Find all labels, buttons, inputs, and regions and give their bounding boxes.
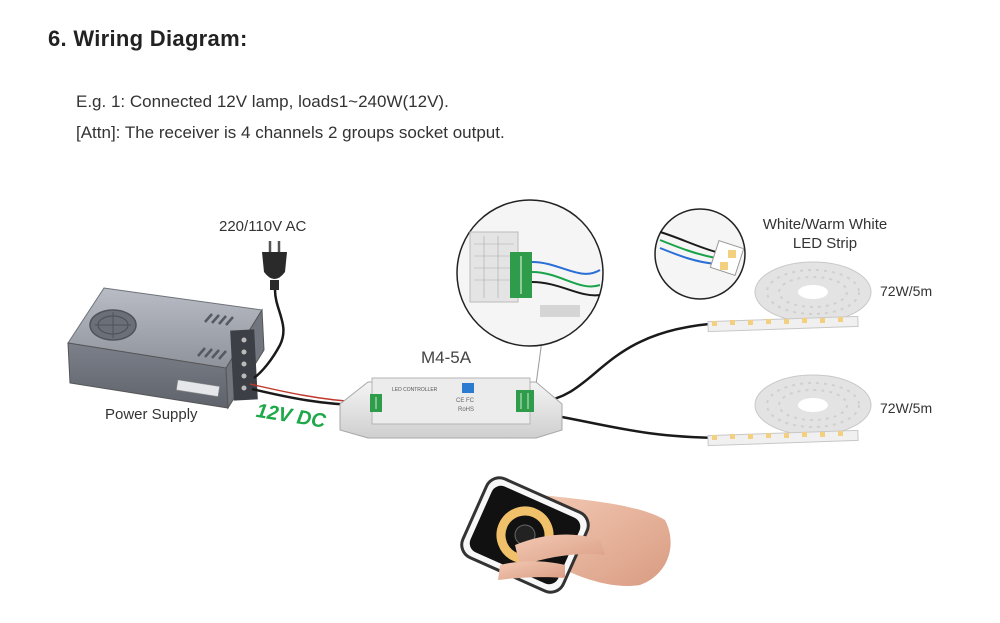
ac-input-label: 220/110V AC [219, 218, 307, 235]
controller-ce-text: CE FC [456, 398, 475, 404]
remote-control-in-hand [460, 476, 671, 594]
strip2-power-label: 72W/5m [880, 400, 933, 416]
power-supply-label: Power Supply [105, 406, 198, 423]
led-strip-reel-1 [707, 261, 872, 333]
led-strip-reel-2 [707, 374, 872, 447]
controller-top-text: LED CONTROLLER [392, 387, 438, 393]
page-title: 6. Wiring Diagram: [48, 26, 248, 51]
vent-slots [197, 313, 234, 360]
brand-logo-icon [462, 383, 474, 393]
attention-note: [Attn]: The receiver is 4 channels 2 gro… [76, 123, 505, 142]
controller-rohs-text: RoHS [458, 407, 474, 413]
led-strip-title-line2: LED Strip [792, 235, 858, 252]
led-strip-title: White/Warm White LED Strip [742, 215, 908, 253]
controller-unit: LED CONTROLLER CE FC RoHS [339, 377, 563, 439]
terminal-block [230, 329, 258, 401]
strip-zoom-callout [654, 208, 746, 300]
strip2-cable [539, 411, 723, 440]
example-note: E.g. 1: Connected 12V lamp, loads1~240W(… [76, 92, 449, 111]
controller-model-label: M4-5A [421, 348, 472, 367]
ac-plug-icon [262, 241, 287, 290]
led-strip-title-line1: White/Warm White [762, 216, 888, 233]
input-terminal [370, 394, 382, 412]
strip1-power-label: 72W/5m [880, 283, 933, 299]
strip1-cable [539, 321, 723, 404]
power-supply-unit [67, 287, 265, 410]
fan-icon [89, 309, 137, 341]
controller-zoom-callout [456, 199, 604, 347]
ac-cable [253, 289, 285, 379]
output-terminal [516, 390, 534, 412]
